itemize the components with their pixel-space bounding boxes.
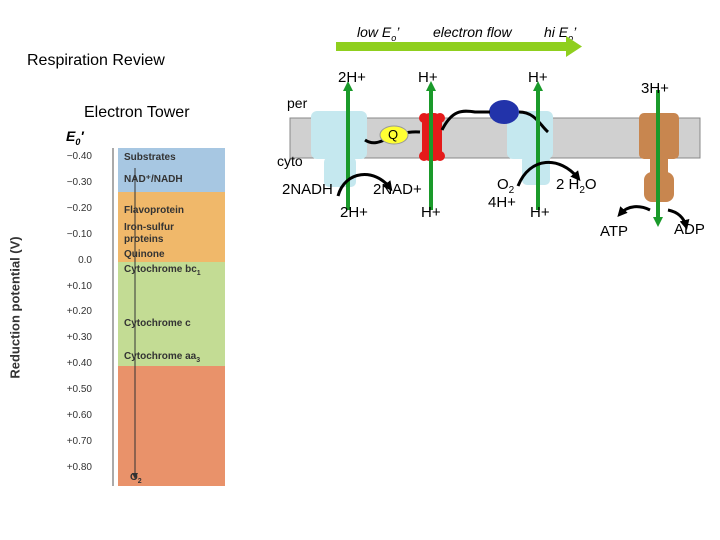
tower-tick: −0.30 bbox=[66, 176, 92, 188]
tower-iron-sulfur-1: Iron-sulfur bbox=[124, 222, 174, 233]
tower-tick: +0.70 bbox=[66, 435, 92, 447]
o2-label: O2 bbox=[497, 176, 515, 196]
tower-tick: +0.50 bbox=[66, 384, 92, 396]
low-e-label: low Eo’ bbox=[357, 24, 400, 43]
tower-iron-sulfur-2: proteins bbox=[124, 234, 164, 245]
page-title: Respiration Review bbox=[27, 52, 165, 69]
h-bot-1: 2H+ bbox=[340, 204, 368, 221]
tower-tick: +0.40 bbox=[66, 358, 92, 370]
tower-tick: 0.0 bbox=[78, 254, 92, 266]
cytoplasm-label: cyto bbox=[277, 153, 303, 169]
four-h-label: 4H+ bbox=[488, 194, 516, 211]
tower-nad: NAD⁺/NADH bbox=[124, 174, 183, 185]
tower-tick: −0.40 bbox=[66, 151, 92, 162]
water-label: 2 H2O bbox=[556, 176, 597, 196]
periplasm-label: per bbox=[287, 95, 308, 111]
adp-label: ADP bbox=[674, 221, 705, 238]
tower-cyt-c: Cytochrome c bbox=[124, 318, 191, 329]
tower-tick: +0.30 bbox=[66, 332, 92, 344]
tower-tick: +0.80 bbox=[66, 461, 92, 473]
adp-arrow bbox=[667, 208, 690, 230]
tower-e0-label: E0′ bbox=[66, 128, 84, 147]
atp-label: ATP bbox=[600, 223, 629, 240]
tower-ylabel: Reduction potential (V) bbox=[7, 236, 23, 379]
electron-flow-arrow bbox=[336, 36, 582, 57]
h-bot-2: H+ bbox=[421, 204, 441, 221]
h-top-2: H+ bbox=[418, 69, 438, 86]
h-top-4: 3H+ bbox=[641, 80, 669, 97]
tower-title: Electron Tower bbox=[84, 104, 190, 121]
tower-substrates: Substrates bbox=[124, 152, 176, 163]
electron-path-2 bbox=[440, 109, 490, 131]
nad-label: 2NAD+ bbox=[373, 181, 422, 198]
tower-tick: +0.10 bbox=[66, 280, 92, 292]
tower-cyt-aa3: Cytochrome aa3 bbox=[124, 351, 201, 364]
o2-arrow bbox=[516, 161, 581, 187]
tower-tick: +0.60 bbox=[66, 410, 92, 421]
tower-o2: O2 bbox=[130, 472, 142, 485]
tower-tick: +0.20 bbox=[66, 306, 92, 318]
nadh-label: 2NADH bbox=[282, 181, 333, 198]
electron-tower bbox=[112, 148, 225, 486]
tower-flavoprotein: Flavoprotein bbox=[124, 205, 185, 216]
h-bot-3: H+ bbox=[530, 204, 550, 221]
cytochrome-c bbox=[489, 100, 519, 124]
h-top-3: H+ bbox=[528, 69, 548, 86]
h-top-1: 2H+ bbox=[338, 69, 366, 86]
nadh-arrow bbox=[336, 173, 393, 197]
atp-arrow bbox=[617, 205, 651, 217]
complex-iii bbox=[419, 113, 445, 161]
tower-cyt-bc1: Cytochrome bc1 bbox=[124, 264, 201, 277]
q-label: Q bbox=[388, 127, 399, 142]
quinone-q bbox=[379, 125, 409, 145]
hi-e-label: hi Eo’ bbox=[544, 24, 577, 43]
tower-tick: −0.10 bbox=[66, 228, 92, 240]
tower-quinone: Quinone bbox=[124, 249, 165, 260]
electron-flow-label: electron flow bbox=[433, 24, 512, 40]
tower-tick: −0.20 bbox=[66, 202, 92, 214]
